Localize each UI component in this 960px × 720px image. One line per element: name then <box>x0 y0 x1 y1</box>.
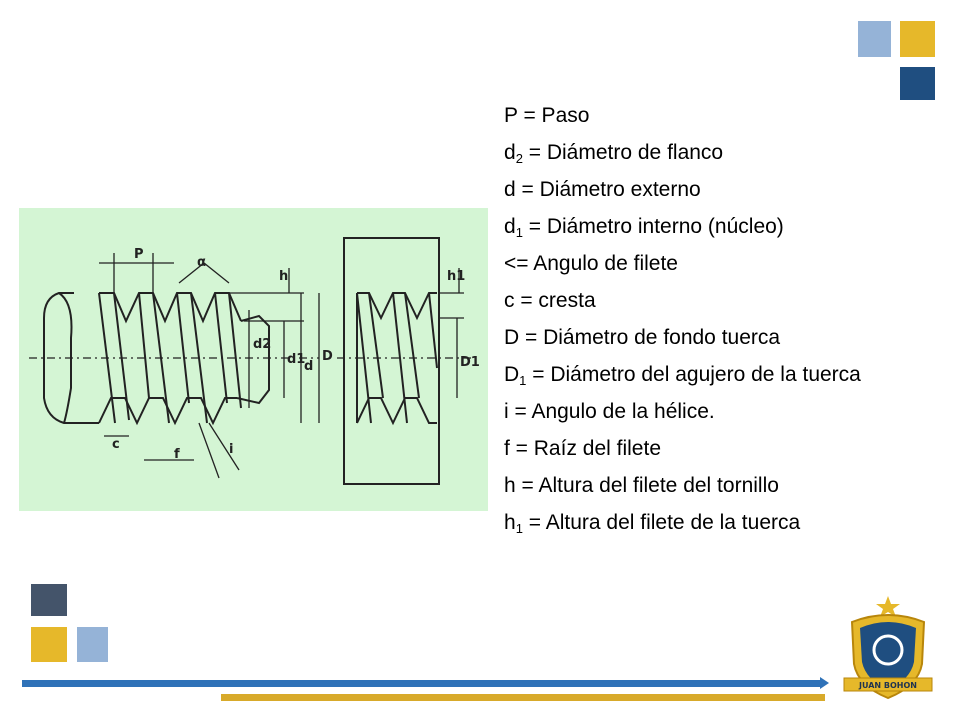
thread-diagram-svg: P α h h1 d2 d1 d D D1 c f i <box>29 237 480 485</box>
legend-item: d = Diámetro externo <box>504 178 904 202</box>
deco-square-gold-bottom <box>31 627 67 662</box>
nut-bottom-profile <box>356 397 437 426</box>
label-h1: h1 <box>447 269 465 284</box>
angle-arc <box>178 262 230 284</box>
legend-item: d2 = Diámetro de flanco <box>504 141 904 165</box>
label-alpha: α <box>197 255 206 270</box>
label-f: f <box>174 447 180 462</box>
thread-diagram: P α h h1 d2 d1 d D D1 c f i <box>19 208 488 511</box>
logo-emblem <box>872 634 904 666</box>
label-i: i <box>229 442 233 457</box>
legend-item: D = Diámetro de fondo tuerca <box>504 326 904 350</box>
legend-item: D1 = Diámetro del agujero de la tuerca <box>504 363 904 387</box>
bolt-bottom-profile <box>98 397 237 426</box>
footer-bar-gold <box>221 694 825 701</box>
legend-item-subscript: 1 <box>515 521 523 536</box>
legend-item: c = cresta <box>504 289 904 313</box>
legend-item-main: P = Paso <box>504 104 590 127</box>
legend-item-subscript: 1 <box>519 373 527 388</box>
label-P: P <box>134 247 144 262</box>
legend-item: d1 = Diámetro interno (núcleo) <box>504 215 904 239</box>
legend-item-rest: = Altura del filete de la tuerca <box>522 511 801 534</box>
legend-item-main: c = cresta <box>504 289 596 312</box>
legend-item-main: f = Raíz del filete <box>504 437 661 460</box>
legend-item-main: d = Diámetro externo <box>504 178 701 201</box>
footer-bar-arrow <box>820 677 829 689</box>
legend-item: i = Angulo de la hélice. <box>504 400 904 424</box>
deco-square-light-blue-bottom <box>77 627 108 662</box>
logo-svg: JUAN BOHON <box>843 596 933 700</box>
label-h: h <box>279 269 288 284</box>
legend-item-subscript: 1 <box>515 225 523 240</box>
deco-square-light-blue <box>858 21 891 57</box>
legend-item-main: d <box>504 141 516 164</box>
legend-item-subscript: 2 <box>515 151 523 166</box>
legend-item: h1 = Altura del filete de la tuerca <box>504 511 904 535</box>
nut-top-profile <box>357 292 437 321</box>
legend-item-main: <= Angulo de filete <box>504 252 678 275</box>
legend-item-main: d <box>504 215 516 238</box>
deco-square-slate <box>31 584 67 616</box>
i-line-1 <box>198 422 220 479</box>
legend-item-main: D <box>504 363 520 386</box>
bolt-top-profile <box>99 292 242 324</box>
nut-helix-lines <box>356 292 438 424</box>
label-c: c <box>112 437 120 452</box>
legend-item: f = Raíz del filete <box>504 437 904 461</box>
nut-outline <box>343 237 440 485</box>
legend-item-main: D = Diámetro de fondo tuerca <box>504 326 781 349</box>
footer-bar-blue <box>22 680 822 687</box>
label-d: d <box>304 359 313 374</box>
deco-square-navy <box>900 67 935 100</box>
legend-item-rest: = Diámetro interno (núcleo) <box>522 215 784 238</box>
label-D: D <box>322 349 333 364</box>
legend-item: P = Paso <box>504 104 904 128</box>
legend-item-main: i = Angulo de la hélice. <box>504 400 715 423</box>
legend-item-main: h <box>504 511 516 534</box>
legend-item: h = Altura del filete del tornillo <box>504 474 904 498</box>
label-d1: d1 <box>287 352 305 367</box>
deco-square-gold <box>900 21 935 57</box>
bolt-shank-inner <box>58 292 73 424</box>
i-line-2 <box>208 422 240 471</box>
legend-item: <= Angulo de filete <box>504 252 904 276</box>
label-D1: D1 <box>460 355 480 370</box>
legend-item-main: h = Altura del filete del tornillo <box>504 474 779 497</box>
label-d2: d2 <box>253 337 271 352</box>
juan-bohon-logo: JUAN BOHON <box>838 594 942 706</box>
bolt-shank-outline <box>43 292 99 424</box>
legend-item-rest: = Diámetro de flanco <box>522 141 724 164</box>
legend-item-rest: = Diámetro del agujero de la tuerca <box>526 363 861 386</box>
logo-banner <box>843 677 933 692</box>
logo-star <box>876 596 900 617</box>
bolt-end <box>236 314 270 405</box>
logo-text: JUAN BOHON <box>858 681 917 690</box>
logo-shield-inner <box>860 622 916 690</box>
